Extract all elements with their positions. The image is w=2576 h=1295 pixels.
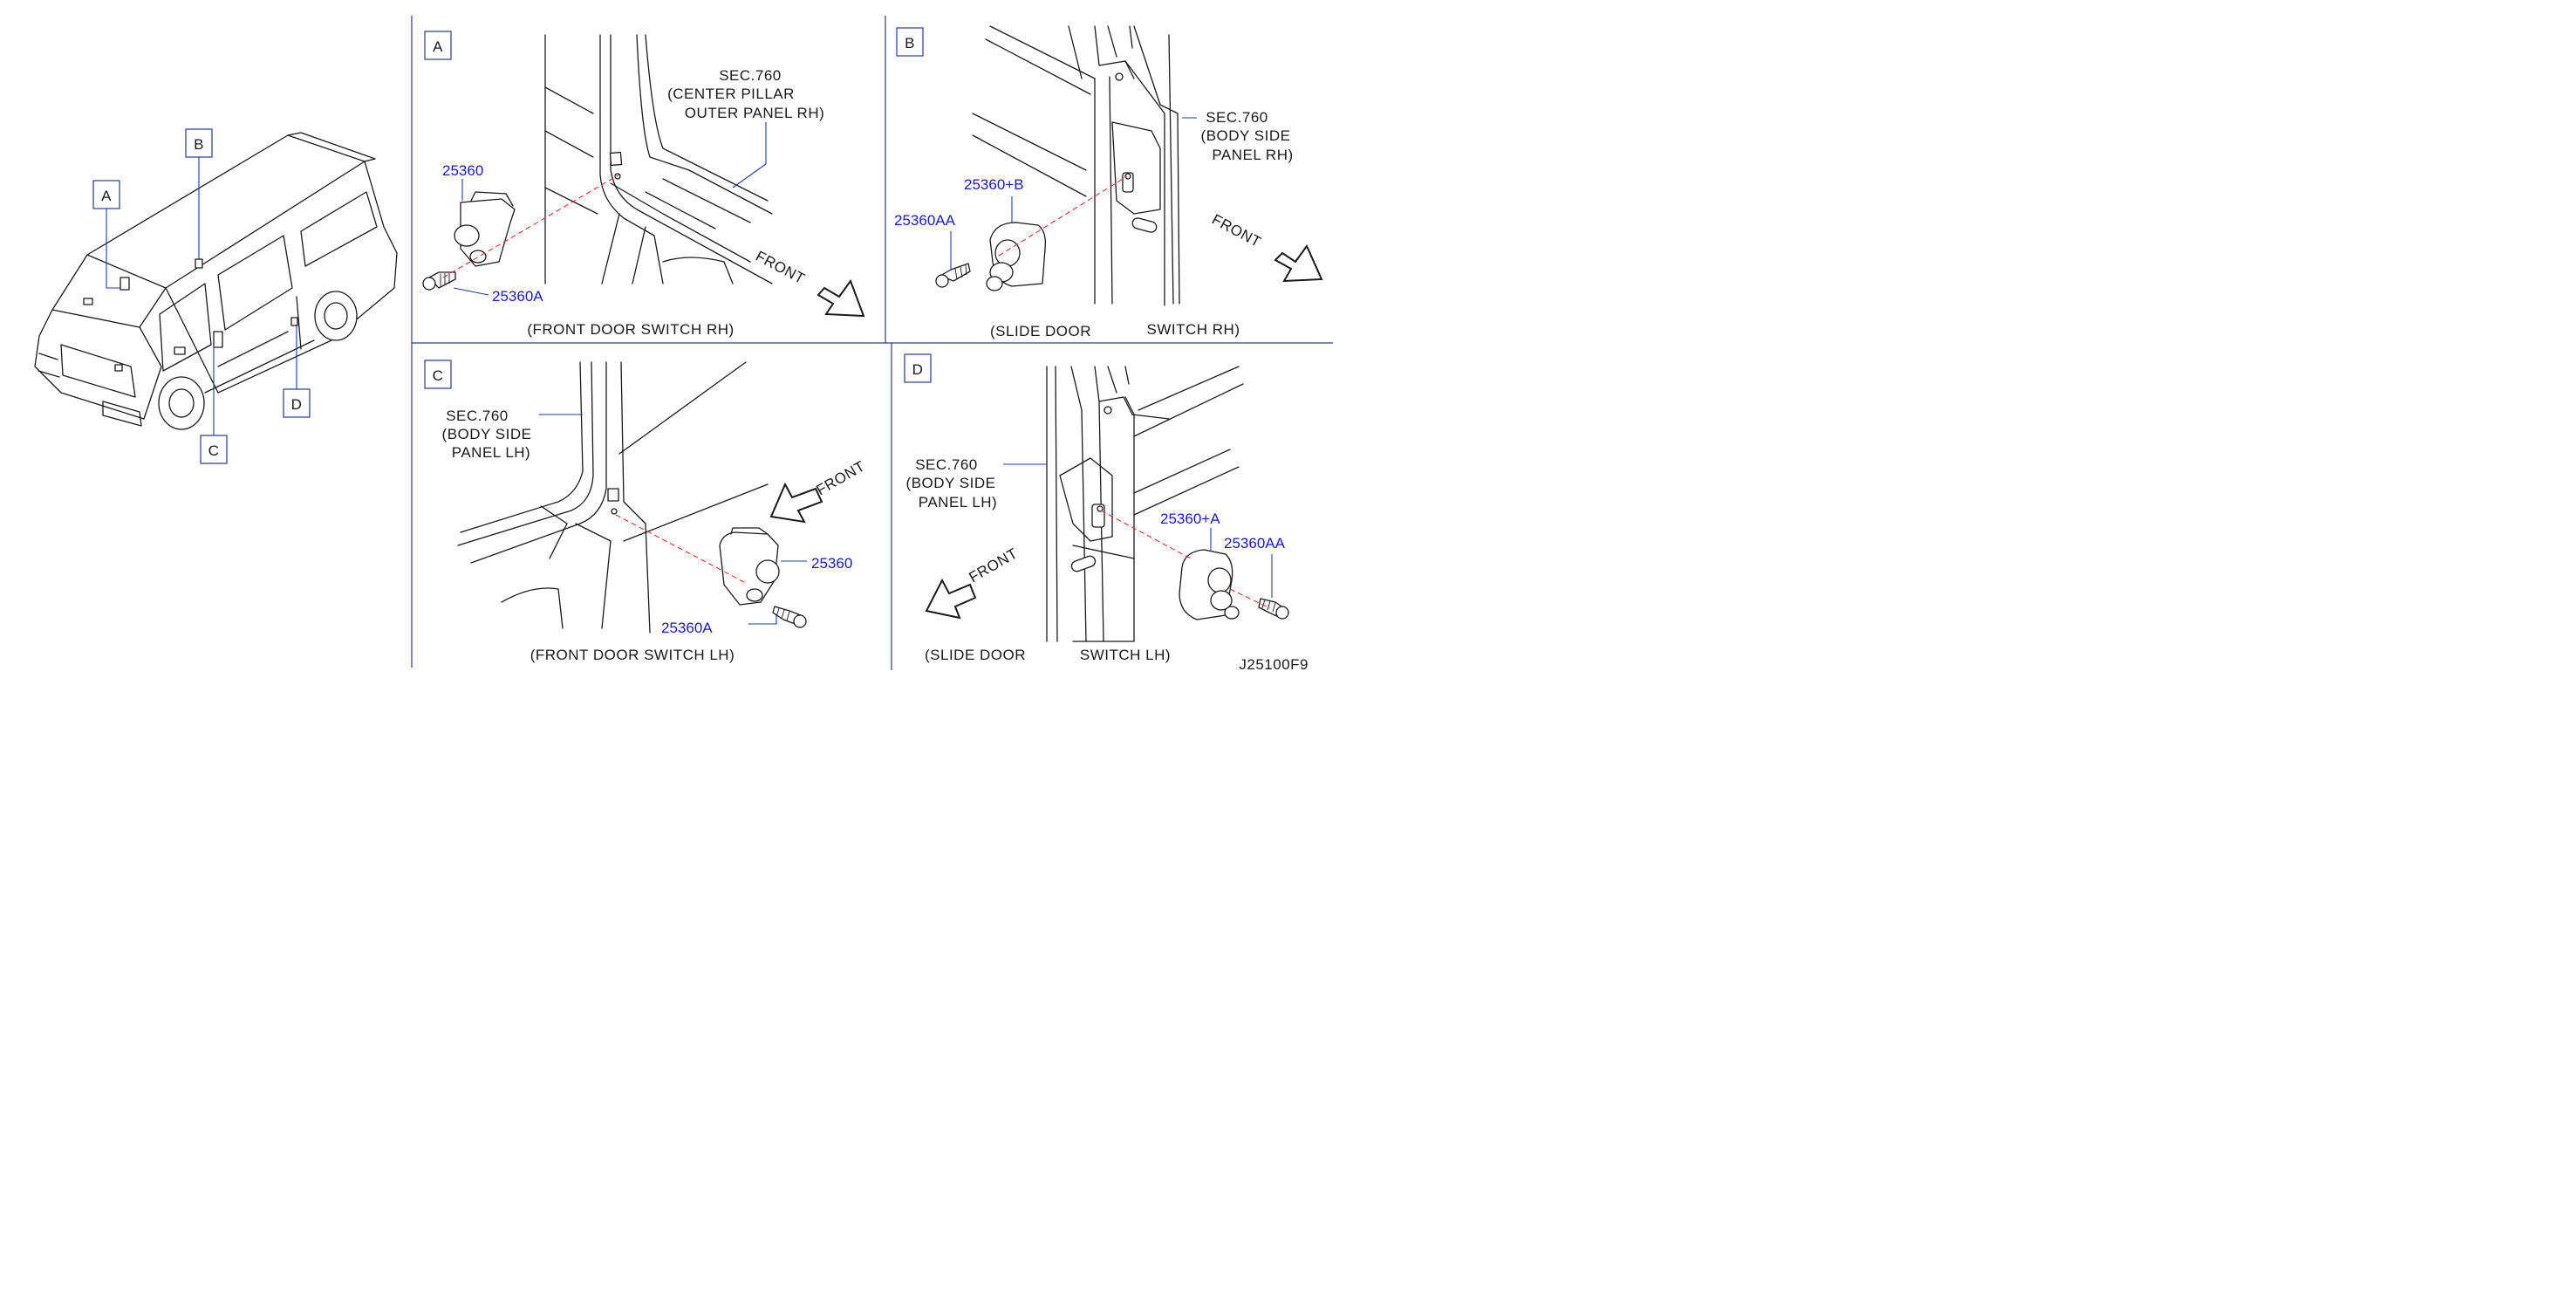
view-b-front-label: FRONT	[1209, 211, 1264, 250]
view-d-front-arrow-icon	[925, 578, 977, 620]
view-a-letter: A	[433, 38, 443, 55]
view-d-front-label: FRONT	[967, 545, 1021, 586]
view-c-letter-box	[424, 360, 452, 389]
view-a-part-25360a: 25360A	[492, 288, 543, 305]
view-c-front-arrow-icon	[769, 482, 823, 524]
svg-text:(CENTER PILLAR: (CENTER PILLAR	[667, 86, 795, 102]
view-d-caption-right: SWITCH LH)	[1080, 647, 1171, 663]
svg-text:SEC.760: SEC.760	[446, 408, 509, 424]
view-b-caption-right: SWITCH RH)	[1147, 321, 1240, 338]
svg-text:D: D	[291, 396, 303, 413]
van-overview	[34, 132, 398, 436]
svg-text:B: B	[194, 136, 204, 153]
view-c-sec-label: SEC.760 (BODY SIDE PANEL LH)	[442, 408, 532, 461]
svg-text:C: C	[208, 442, 220, 459]
view-c-part-25360a: 25360A	[661, 620, 713, 636]
view-c-letter: C	[433, 367, 444, 384]
view-a-sec-label: SEC.760 (CENTER PILLAR OUTER PANEL RH)	[667, 67, 824, 121]
view-d-caption-left: (SLIDE DOOR	[925, 647, 1026, 663]
svg-text:SEC.760: SEC.760	[1206, 109, 1268, 126]
view-b-part-25360-b: 25360+B	[964, 176, 1024, 193]
view-d-part-25360aa: 25360AA	[1224, 535, 1286, 552]
view-b: B SEC.760 (BODY SIDE PANEL RH)	[894, 25, 1323, 339]
svg-text:(BODY SIDE: (BODY SIDE	[1201, 127, 1291, 144]
view-d-letter: D	[912, 361, 924, 378]
view-d-letter-box	[904, 353, 932, 383]
view-c: C SEC.760 (BODY SIDE PANEL LH) 25360	[424, 360, 868, 663]
svg-text:SEC.760: SEC.760	[915, 456, 978, 473]
svg-text:OUTER PANEL RH): OUTER PANEL RH)	[685, 105, 825, 121]
view-a: A SEC.760 (CENTER PILLAR OUTER PANEL RH)	[422, 31, 865, 338]
view-a-front-label: FRONT	[753, 248, 808, 287]
view-b-letter: B	[905, 35, 915, 51]
svg-text:SEC.760: SEC.760	[719, 67, 782, 84]
overview-label-a: A	[92, 180, 120, 209]
view-c-part-25360: 25360	[811, 555, 852, 572]
view-a-part-25360: 25360	[442, 162, 483, 179]
view-d: D SEC.760 (BODY SIDE PANEL L	[904, 353, 1289, 663]
view-d-part-25360-a: 25360+A	[1160, 510, 1220, 527]
view-b-sec-label: SEC.760 (BODY SIDE PANEL RH)	[1201, 109, 1294, 163]
view-d-sec-label: SEC.760 (BODY SIDE PANEL LH)	[906, 456, 997, 510]
panel-frame	[411, 16, 1333, 670]
view-b-front-arrow-icon	[1274, 244, 1323, 283]
overview-label-d: D	[283, 388, 311, 418]
view-a-letter-box	[424, 31, 452, 60]
svg-text:(BODY SIDE: (BODY SIDE	[906, 475, 996, 491]
svg-text:A: A	[101, 188, 112, 204]
overview-label-b: B	[185, 128, 213, 158]
view-b-caption-left: (SLIDE DOOR	[990, 323, 1091, 339]
overview-label-c: C	[200, 435, 228, 464]
view-c-caption: (FRONT DOOR SWITCH LH)	[530, 647, 735, 663]
view-c-front-label: FRONT	[814, 457, 868, 498]
view-b-letter-box	[896, 27, 924, 57]
svg-text:PANEL LH): PANEL LH)	[452, 444, 530, 461]
svg-text:PANEL LH): PANEL LH)	[919, 494, 997, 510]
view-a-caption: (FRONT DOOR SWITCH RH)	[527, 321, 734, 338]
view-b-part-25360aa: 25360AA	[894, 212, 956, 229]
view-a-front-arrow-icon	[817, 278, 865, 318]
svg-text:PANEL RH): PANEL RH)	[1212, 147, 1293, 163]
svg-text:(BODY SIDE: (BODY SIDE	[442, 426, 532, 442]
figure-code: J25100F9	[1239, 656, 1308, 673]
parts-diagram: A B C D A	[34, 16, 1333, 673]
